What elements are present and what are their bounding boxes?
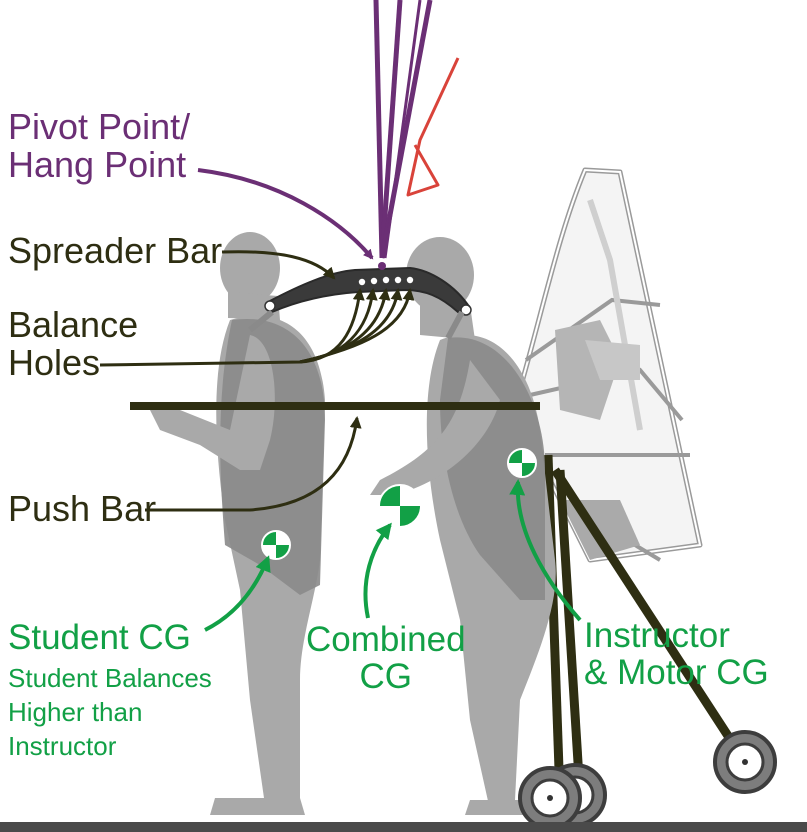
balance-holes-label-line2: Holes [8, 341, 101, 383]
spreader-bar-arrow [221, 250, 336, 280]
student-cg-note-line1: Student Balances [8, 663, 212, 693]
combined-cg-label: Combined CG [306, 620, 466, 696]
student-cg-label: Student CG [8, 618, 191, 657]
student-cg-note-line2: Higher than [8, 696, 143, 727]
pivot-point-arrow [197, 168, 374, 260]
wheels [518, 730, 777, 830]
pivot-point-label-line1: Pivot Point/ [8, 106, 191, 147]
student-cg-arrow [204, 555, 271, 632]
balance-holes-label: Balance Holes [8, 306, 138, 382]
harness-straps [248, 309, 465, 340]
wheel-struts [543, 454, 749, 799]
student-figure [150, 232, 325, 815]
spreader-bar-label: Spreader Bar [8, 230, 223, 271]
instructor-motor-cg-label-line1: Instructor [584, 616, 730, 655]
combined-cg-arrow [363, 522, 392, 619]
balance-holes-label-line1: Balance [8, 304, 139, 345]
paramotor-cage [519, 167, 703, 563]
pivot-point-label: Pivot Point/ Hang Point [8, 108, 190, 184]
risers [373, 0, 433, 259]
instructor-cg-arrow [509, 479, 582, 622]
student-cg-note-line3: Instructor [8, 730, 117, 761]
instructor-cg-marker [507, 448, 537, 478]
brake-toggle-line [406, 57, 460, 197]
combined-cg-label-line1: Combined [306, 620, 466, 659]
instructor-motor-cg-label-line2: & Motor CG [584, 652, 769, 692]
combined-cg-label-line2: CG [359, 656, 413, 696]
push-bar-label: Push Bar [8, 488, 157, 529]
student-cg-marker [261, 530, 291, 560]
pivot-point-label-line2: Hang Point [8, 143, 187, 185]
balance-holes-arrows [99, 288, 415, 367]
combined-cg-marker [378, 484, 422, 528]
push-bar-arrow [145, 416, 362, 512]
instructor-motor-cg-label: Instructor & Motor CG [584, 616, 769, 692]
ground-strip [0, 822, 807, 832]
student-cg-note: Student Balances Higher than Instructor [8, 662, 212, 763]
